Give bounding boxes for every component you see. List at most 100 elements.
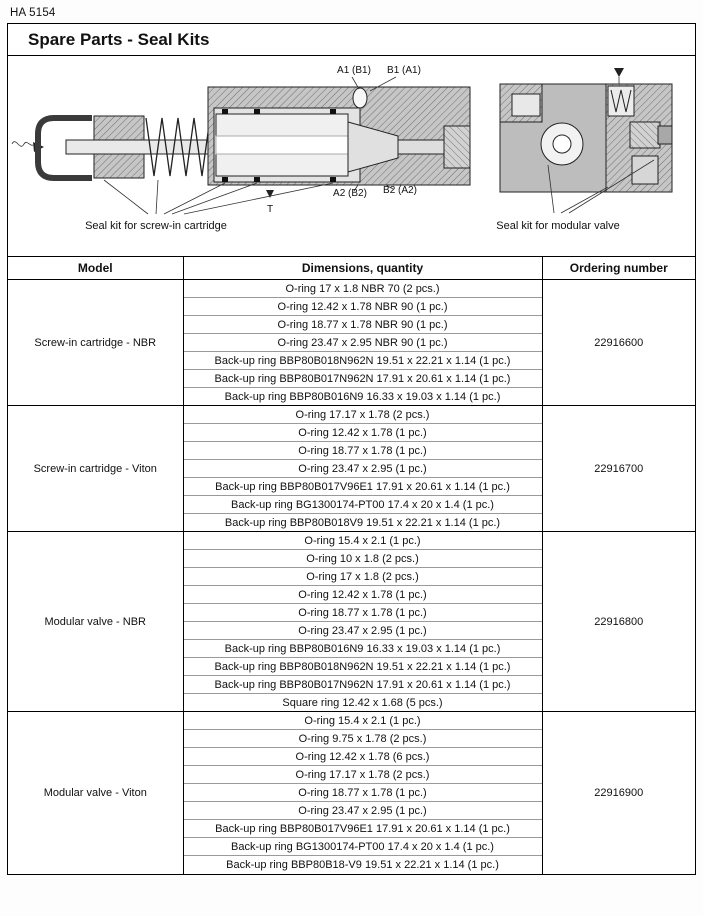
table-header-row: Model Dimensions, quantity Ordering numb… (8, 256, 695, 280)
table-row: O-ring 12.42 x 1.78 (6 pcs.) (8, 747, 695, 766)
modular-side-plug (629, 121, 661, 149)
retaining-clip (35, 115, 92, 181)
table-row: O-ring 23.47 x 2.95 (1 pc.) (8, 801, 695, 820)
technical-diagram: A1 (B1) B1 (A1) A2 (B2) B2 (A2) T (8, 56, 695, 256)
model-cell: Modular valve - NBR (8, 531, 184, 712)
dimension-cell: Back-up ring BBP80B18-V9 19.51 x 22.21 x… (183, 855, 542, 874)
dimension-cell: O-ring 12.42 x 1.78 (1 pc.) (183, 585, 542, 604)
dimension-cell: O-ring 12.42 x 1.78 NBR 90 (1 pc.) (183, 297, 542, 316)
table-row: Back-up ring BBP80B018V9 19.51 x 22.21 x… (8, 513, 695, 532)
col-header-dimensions: Dimensions, quantity (183, 256, 542, 280)
modular-caption-leaders (547, 159, 655, 214)
table-row: O-ring 23.47 x 2.95 (1 pc.) (8, 459, 695, 478)
t-port-arrow-icon (266, 190, 274, 198)
dimension-cell: Back-up ring BBP80B017N962N 17.91 x 20.6… (183, 675, 542, 694)
caption-cartridge-seal-kit: Seal kit for screw-in cartridge (85, 220, 227, 232)
modular-cap-spring (610, 89, 632, 113)
end-plug (443, 125, 471, 169)
poppet-cone (347, 121, 399, 173)
dimension-cell: O-ring 23.47 x 2.95 (1 pc.) (183, 459, 542, 478)
table-row: Back-up ring BG1300174-PT00 17.4 x 20 x … (8, 495, 695, 514)
doc-number: HA 5154 (10, 7, 56, 19)
leader-a2 (353, 184, 359, 192)
dimension-cell: Back-up ring BBP80B016N9 16.33 x 19.03 x… (183, 387, 542, 406)
modular-bottom-plug (631, 155, 659, 185)
dimension-cell: Back-up ring BBP80B018N962N 19.51 x 22.2… (183, 657, 542, 676)
table-row: O-ring 18.77 x 1.78 (1 pc.) (8, 783, 695, 802)
cartridge-bore (215, 135, 349, 155)
table-row: O-ring 23.47 x 2.95 NBR 90 (1 pc.) (8, 333, 695, 352)
dimension-cell: O-ring 15.4 x 2.1 (1 pc.) (183, 531, 542, 550)
table-row: O-ring 17.17 x 1.78 (2 pcs.) (8, 765, 695, 784)
leader-a1 (351, 76, 360, 90)
table-row: Back-up ring BBP80B018N962N 19.51 x 22.2… (8, 351, 695, 370)
model-cell: Screw-in cartridge - NBR (8, 279, 184, 406)
dimension-cell: O-ring 17 x 1.8 NBR 70 (2 pcs.) (183, 279, 542, 298)
table-row: Back-up ring BBP80B016N9 16.33 x 19.03 x… (8, 639, 695, 658)
dimension-cell: O-ring 12.42 x 1.78 (6 pcs.) (183, 747, 542, 766)
poppet-stem (397, 139, 449, 155)
table-row: Back-up ring BBP80B017V96E1 17.91 x 20.6… (8, 477, 695, 496)
dimension-cell: O-ring 18.77 x 1.78 NBR 90 (1 pc.) (183, 315, 542, 334)
technical-diagram-svg: A1 (B1) B1 (A1) A2 (B2) B2 (A2) T (11, 65, 673, 232)
datasheet-page: HA 5154 Spare Parts - Seal Kits (7, 7, 696, 875)
modular-cap (607, 85, 635, 117)
table-row: Back-up ring BBP80B017N962N 17.91 x 20.6… (8, 369, 695, 388)
table-row: O-ring 9.75 x 1.78 (2 pcs.) (8, 729, 695, 748)
port-bore (352, 87, 368, 109)
dimension-cell: O-ring 17 x 1.8 (2 pcs.) (183, 567, 542, 586)
table-row: Square ring 12.42 x 1.68 (5 pcs.) (8, 693, 695, 712)
table-row: O-ring 18.77 x 1.78 NBR 90 (1 pc.) (8, 315, 695, 334)
table-row: Back-up ring BG1300174-PT00 17.4 x 20 x … (8, 837, 695, 856)
dimension-cell: O-ring 10 x 1.8 (2 pcs.) (183, 549, 542, 568)
port-label-b1: B1 (A1) (387, 65, 421, 76)
dimension-cell: O-ring 12.42 x 1.78 (1 pc.) (183, 423, 542, 442)
dimension-cell: Back-up ring BG1300174-PT00 17.4 x 20 x … (183, 495, 542, 514)
dimension-cell: Back-up ring BG1300174-PT00 17.4 x 20 x … (183, 837, 542, 856)
screw-in-cartridge-drawing: A1 (B1) B1 (A1) A2 (B2) B2 (A2) T (11, 65, 471, 232)
dimension-cell: O-ring 23.47 x 2.95 (1 pc.) (183, 801, 542, 820)
modular-bore-inner (552, 134, 572, 154)
table-row: Back-up ring BBP80B017N962N 17.91 x 20.6… (8, 675, 695, 694)
col-header-model: Model (8, 256, 184, 280)
table-row: O-ring 17 x 1.8 (2 pcs.) (8, 567, 695, 586)
spring (145, 117, 219, 177)
dimension-cell: O-ring 23.47 x 2.95 NBR 90 (1 pc.) (183, 333, 542, 352)
table-row: O-ring 10 x 1.8 (2 pcs.) (8, 549, 695, 568)
dimension-cell: O-ring 18.77 x 1.78 (1 pc.) (183, 783, 542, 802)
table-row: Back-up ring BBP80B018N962N 19.51 x 22.2… (8, 657, 695, 676)
table-row: Back-up ring BBP80B18-V9 19.51 x 22.21 x… (8, 855, 695, 874)
dimension-cell: Back-up ring BBP80B016N9 16.33 x 19.03 x… (183, 639, 542, 658)
table-row: O-ring 18.77 x 1.78 (1 pc.) (8, 441, 695, 460)
table-row: O-ring 12.42 x 1.78 NBR 90 (1 pc.) (8, 297, 695, 316)
seal-kits-table: Model Dimensions, quantity Ordering numb… (8, 256, 695, 874)
table-row: O-ring 12.42 x 1.78 (1 pc.) (8, 585, 695, 604)
page-title: Spare Parts - Seal Kits (8, 24, 695, 56)
content-box: Spare Parts - Seal Kits (7, 23, 696, 875)
dimension-cell: Back-up ring BBP80B017N962N 17.91 x 20.6… (183, 369, 542, 388)
dimension-cell: O-ring 18.77 x 1.78 (1 pc.) (183, 603, 542, 622)
modular-side-bolt (657, 125, 673, 145)
dimension-cell: Back-up ring BBP80B017V96E1 17.91 x 20.6… (183, 477, 542, 496)
pointer-squiggle (11, 141, 34, 147)
ordering-number-cell: 22916800 (541, 531, 695, 712)
caption-modular-seal-kit: Seal kit for modular valve (496, 220, 620, 232)
dimension-cell: Back-up ring BBP80B018V9 19.51 x 22.21 x… (183, 513, 542, 532)
table-row: Back-up ring BBP80B016N9 16.33 x 19.03 x… (8, 387, 695, 406)
dimension-cell: O-ring 15.4 x 2.1 (1 pc.) (183, 711, 542, 730)
port-label-t: T (267, 204, 273, 215)
dimension-cell: Back-up ring BBP80B018N962N 19.51 x 22.2… (183, 351, 542, 370)
table-row: Back-up ring BBP80B017V96E1 17.91 x 20.6… (8, 819, 695, 838)
modular-valve-drawing: Seal kit for modular valve (496, 68, 673, 232)
ordering-number-cell: 22916700 (541, 405, 695, 532)
col-header-ordering: Ordering number (541, 256, 695, 280)
dimension-cell: Back-up ring BBP80B017V96E1 17.91 x 20.6… (183, 819, 542, 838)
table-row: O-ring 18.77 x 1.78 (1 pc.) (8, 603, 695, 622)
leader-b1 (369, 76, 397, 92)
modular-port-cavity (511, 93, 541, 117)
dimension-cell: O-ring 17.17 x 1.78 (2 pcs.) (183, 765, 542, 784)
